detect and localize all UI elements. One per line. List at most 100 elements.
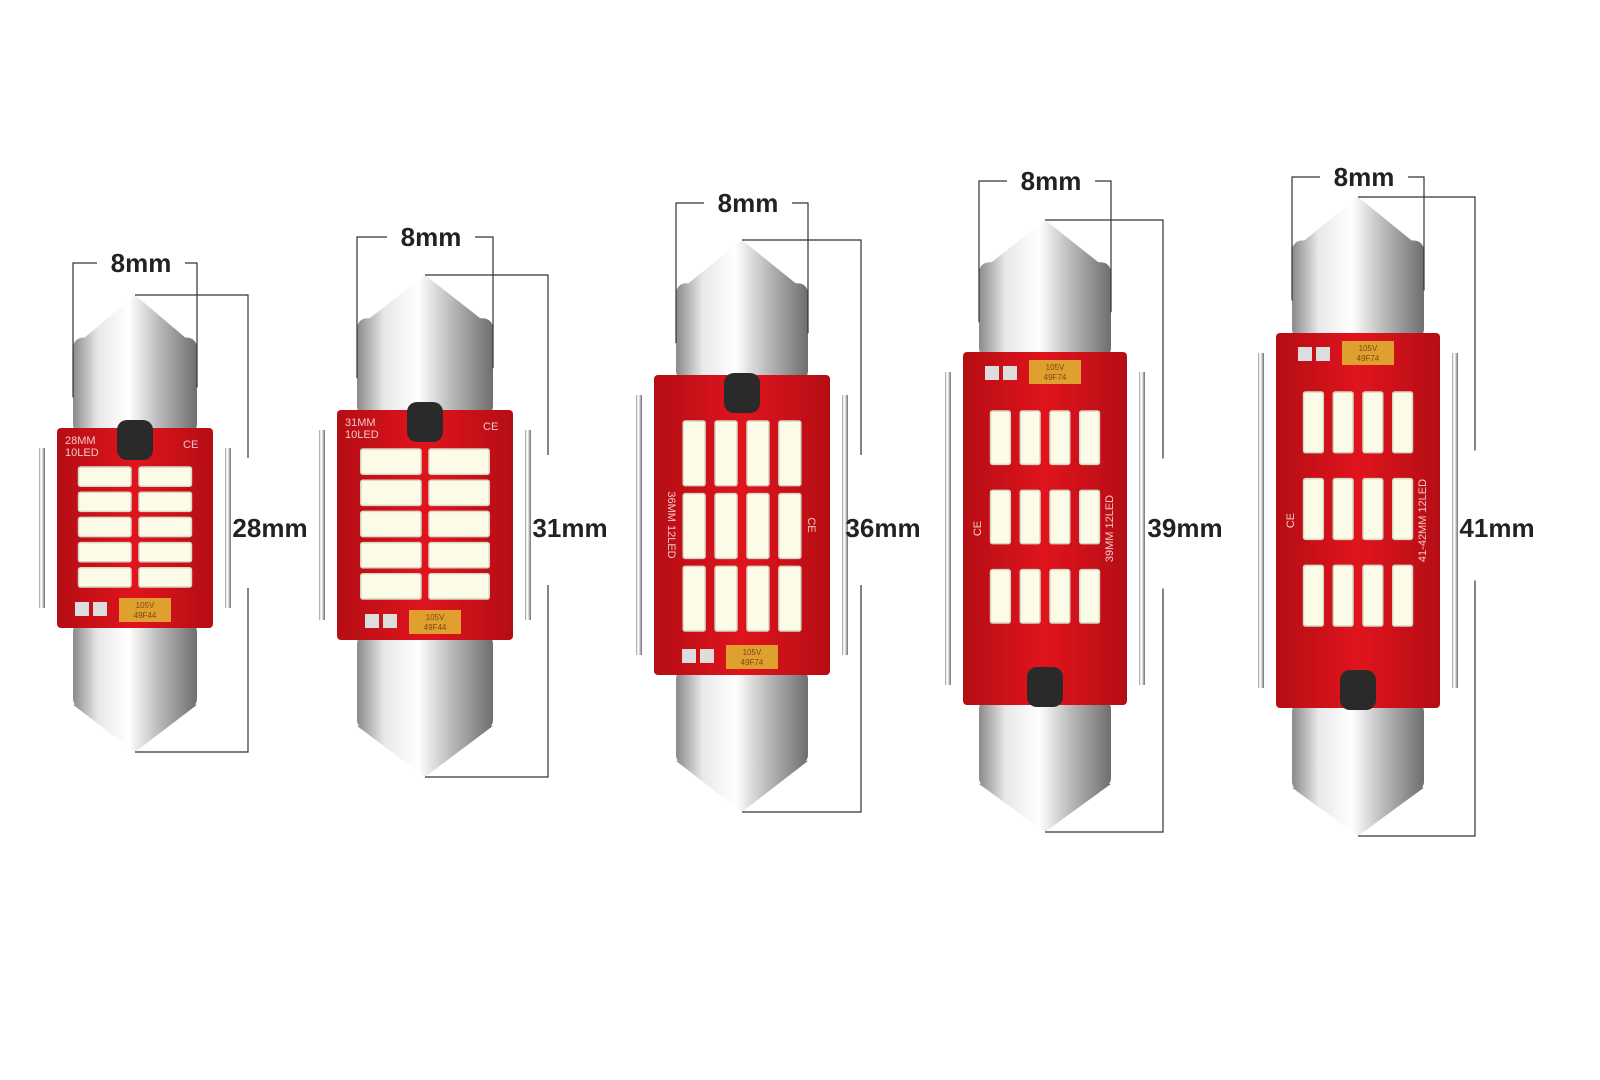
led-chip (428, 510, 490, 538)
transistor-component (1027, 667, 1063, 707)
led-chip (1049, 489, 1071, 545)
top-cap-tip (73, 295, 197, 348)
ce-mark: CE (972, 521, 984, 536)
led-chip (77, 541, 132, 563)
led-chip (77, 516, 132, 538)
width-label: 8mm (1021, 166, 1082, 196)
led-chip (428, 573, 490, 600)
solder-pad (985, 366, 999, 380)
led-chip (360, 541, 422, 569)
led-chip (1391, 477, 1414, 541)
led-chip (1332, 564, 1354, 627)
pcb-board (1276, 333, 1440, 708)
solder-pad (682, 649, 696, 663)
led-chip (1302, 391, 1325, 454)
top-end-cap (676, 283, 808, 381)
length-dimension-line (1358, 580, 1476, 837)
length-dimension-line (1358, 196, 1476, 451)
solder-pad (700, 649, 714, 663)
led-chip (428, 448, 490, 475)
led-chip (1078, 568, 1101, 624)
led-chip (1019, 568, 1041, 624)
length-dimension-line (742, 239, 862, 455)
led-chip (77, 491, 132, 513)
ce-mark: CE (483, 421, 498, 433)
side-clip-right (1452, 353, 1458, 688)
bottom-cap-tip (979, 783, 1111, 832)
side-clip-right (842, 395, 848, 655)
length-label: 39mm (1147, 513, 1222, 543)
solder-pad (383, 614, 397, 628)
led-chip (360, 510, 422, 538)
side-clip-left (319, 430, 325, 620)
led-chip (1019, 489, 1041, 545)
bottom-cap-tip (357, 725, 493, 777)
length-dimension-line (1045, 588, 1164, 833)
led-chip (1362, 564, 1384, 627)
side-clip-left (945, 372, 951, 685)
led-chip (360, 479, 422, 507)
width-label: 8mm (1334, 162, 1395, 192)
side-clip-right (225, 448, 231, 608)
pcb-label: 39MM 12LED (1104, 495, 1116, 562)
capacitor-marking: 49F74 (1357, 354, 1380, 363)
led-chip (714, 420, 738, 487)
led-chip (682, 492, 706, 560)
length-label: 31mm (532, 513, 607, 543)
solder-pad (365, 614, 379, 628)
led-chip (1391, 391, 1414, 454)
led-chip (360, 448, 422, 475)
led-chip (1019, 410, 1041, 466)
led-chip (746, 420, 770, 487)
led-chip (138, 516, 193, 538)
capacitor-marking: 49F74 (741, 658, 764, 667)
led-chip (138, 491, 193, 513)
led-chip (746, 565, 770, 632)
transistor-component (407, 402, 443, 442)
pcb-label: 10LED (345, 429, 379, 441)
width-dimension-line (675, 202, 704, 344)
capacitor-marking: 49F44 (424, 623, 447, 632)
led-chip (1049, 568, 1071, 624)
length-dimension-line (1045, 219, 1164, 459)
transistor-component (724, 373, 760, 413)
capacitor-marking: 105V (1046, 363, 1065, 372)
led-chip (1362, 391, 1384, 454)
side-clip-left (636, 395, 642, 655)
bottom-end-cap (1292, 702, 1424, 792)
bottom-cap-tip (1292, 787, 1424, 836)
led-chip (714, 492, 738, 560)
pcb-label: 10LED (65, 447, 99, 459)
ce-mark: CE (183, 439, 198, 451)
solder-pad (1316, 347, 1330, 361)
length-label: 41mm (1459, 513, 1534, 543)
pcb-label: 28MM (65, 435, 96, 447)
capacitor (1342, 341, 1394, 365)
led-chip (1078, 489, 1101, 545)
side-clip-right (1139, 372, 1145, 685)
length-dimension-line (742, 585, 862, 813)
led-chip (1049, 410, 1071, 466)
width-dimension-line (978, 180, 1007, 323)
led-chip (138, 466, 193, 487)
led-chip (989, 568, 1012, 624)
capacitor-marking: 105V (1359, 344, 1378, 353)
led-chip (77, 466, 132, 487)
capacitor (409, 610, 461, 634)
top-cap-tip (676, 240, 808, 294)
capacitor-marking: 105V (743, 648, 762, 657)
length-dimension-line (135, 294, 249, 458)
bottom-end-cap (357, 634, 493, 730)
capacitor (726, 645, 778, 669)
top-end-cap (73, 337, 197, 434)
pcb-label: 36MM 12LED (665, 491, 677, 558)
width-dimension-line (356, 236, 387, 379)
width-label: 8mm (401, 222, 462, 252)
top-end-cap (357, 318, 493, 416)
top-cap-tip (357, 275, 493, 329)
solder-pad (1003, 366, 1017, 380)
bottom-end-cap (73, 622, 197, 709)
led-chip (360, 573, 422, 600)
